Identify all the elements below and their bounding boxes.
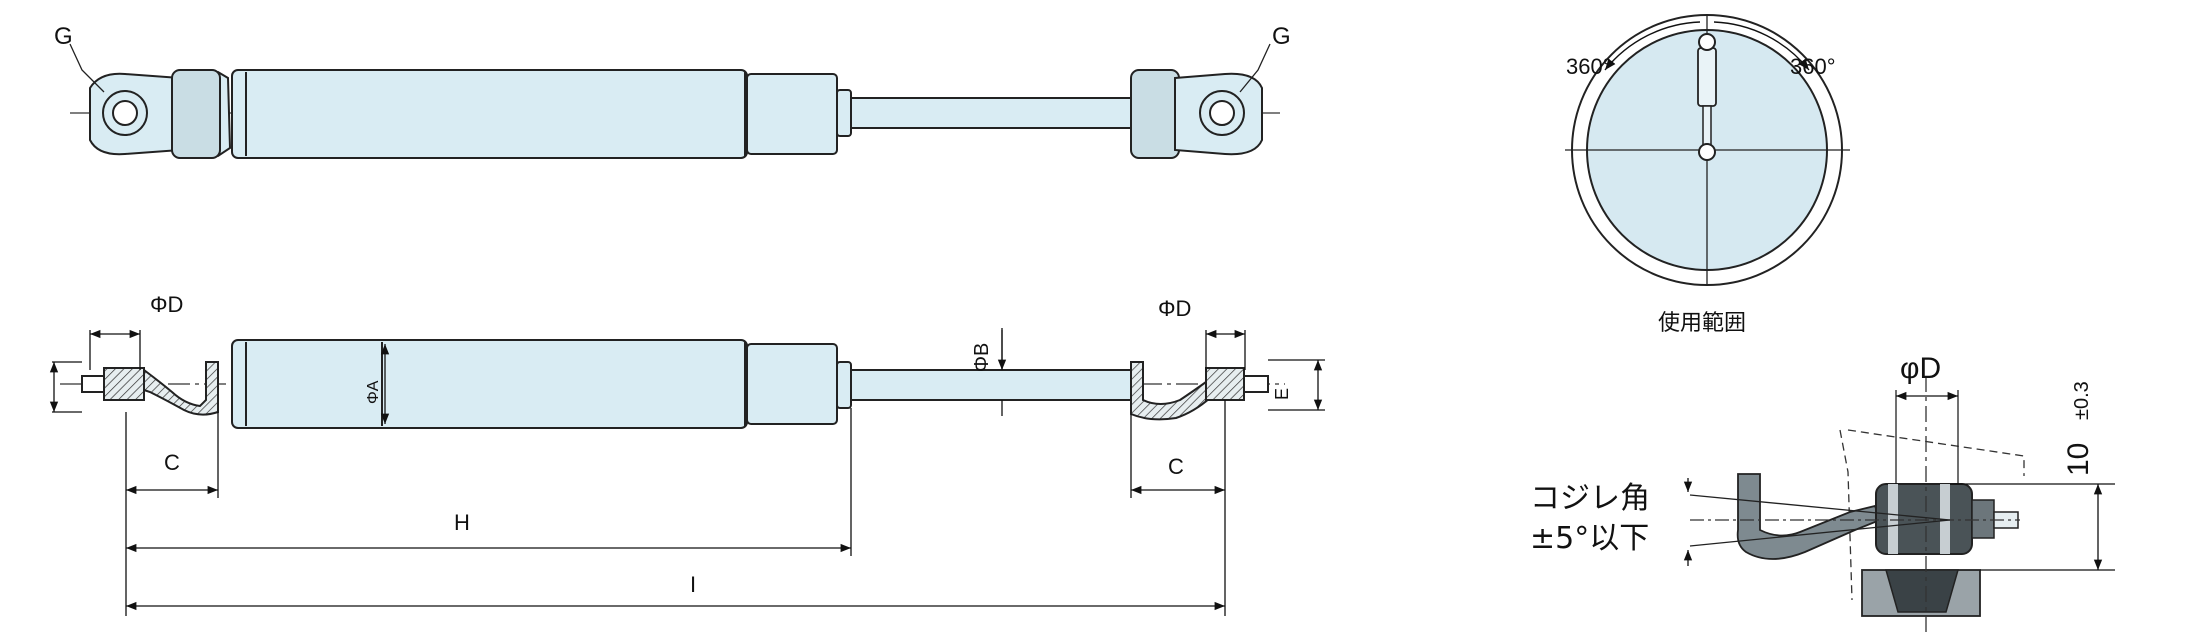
label-g-left: G (54, 23, 73, 50)
label-360-right: 360° (1790, 54, 1836, 79)
label-tolerance: ±0.3 (2071, 381, 2093, 420)
label-c-right: C (1168, 454, 1184, 479)
label-g-right: G (1272, 23, 1291, 50)
rotation-diagram (1565, 14, 1850, 286)
top-cylinder-end (746, 73, 838, 155)
side-right-bracket (1130, 361, 1212, 421)
rotation-caption: 使用範囲 (1658, 311, 1746, 336)
side-left-eye (103, 367, 145, 401)
label-e: E (1272, 388, 1292, 400)
side-right-pin (1243, 375, 1269, 393)
label-phi-a: ΦA (365, 380, 382, 404)
top-right-clip (1130, 69, 1180, 159)
side-cylinder-end (746, 343, 838, 425)
detail-view (1683, 376, 2115, 636)
side-rod (850, 369, 1132, 401)
label-i: I (690, 572, 696, 597)
side-right-eye (1205, 367, 1245, 401)
label-ten: 10 (2062, 443, 2095, 476)
note-kojire: コジレ角 (1530, 481, 1650, 516)
side-dimensions (49, 328, 1325, 616)
label-phi-d-left: ΦD (150, 292, 183, 317)
top-view (69, 43, 1280, 159)
side-left-bracket (143, 361, 219, 416)
label-phi-d-detail: φD (1900, 352, 1941, 385)
label-360-left: 360° (1566, 54, 1612, 79)
side-view (60, 339, 1285, 429)
side-cylinder (231, 339, 748, 429)
note-angle: ±5°以下 (1530, 521, 1649, 556)
top-left-hole (112, 100, 138, 126)
rotation-spring-body (1697, 47, 1717, 107)
top-rod (850, 97, 1132, 129)
label-h: H (454, 510, 470, 535)
label-phi-b: ΦB (971, 343, 993, 372)
top-cylinder (231, 69, 748, 159)
top-right-hole (1209, 100, 1235, 126)
side-left-pin (81, 375, 105, 393)
label-phi-d-right: ΦD (1158, 296, 1191, 321)
detail-bracket (1736, 473, 1882, 560)
label-c-left: C (164, 450, 180, 475)
top-left-clip (171, 69, 221, 159)
